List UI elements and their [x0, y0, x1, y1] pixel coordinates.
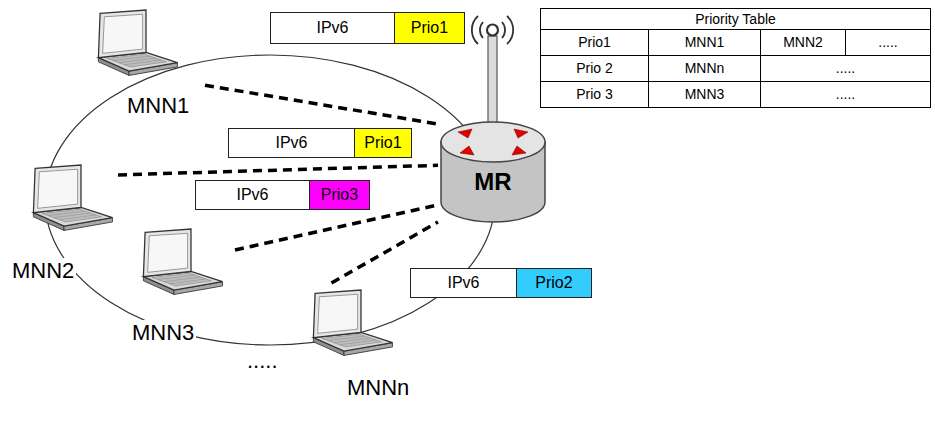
- table-cell: .....: [836, 86, 855, 102]
- priority-table: Priority TablePrio1 MNN1 MNN2..... Prio 2 MN…: [540, 8, 931, 108]
- table-cell: MNN2: [783, 34, 823, 50]
- table-title: Priority Table: [695, 11, 776, 27]
- packet-header: IPv6: [316, 19, 348, 37]
- keyboard-row: [164, 277, 201, 282]
- keyboard-row: [48, 211, 85, 215]
- antenna-tip: [487, 25, 498, 36]
- packet-header: IPv6: [236, 186, 268, 204]
- laptop-node: MNNn: [310, 283, 417, 403]
- laptop-lid: [98, 10, 146, 58]
- keyboard-row: [170, 279, 206, 284]
- router-node: MR: [438, 118, 548, 228]
- laptop-node: MNN1: [90, 5, 205, 123]
- packet-box: IPv6 Prio1: [270, 12, 465, 44]
- router-arrow: [512, 146, 526, 155]
- table-cell: .....: [836, 60, 855, 76]
- table-cell: Prio1: [578, 34, 611, 50]
- keyboard-row: [113, 56, 150, 60]
- table-cell: MNN1: [685, 34, 725, 50]
- priority-tag: Prio2: [535, 274, 572, 292]
- keyboard-row: [340, 340, 376, 345]
- node-label: MNNn: [345, 375, 411, 400]
- packet-box: IPv6 Prio2: [410, 268, 592, 298]
- ellipsis-label: .....: [245, 348, 280, 373]
- radio-wave: [507, 16, 513, 44]
- keyboard-row: [125, 60, 161, 65]
- laptop-node: MNN3: [125, 222, 235, 347]
- keyboard-row: [158, 275, 195, 279]
- node-label: MNN2: [10, 258, 76, 283]
- radio-wave: [472, 16, 478, 44]
- priority-tag: Prio1: [411, 19, 448, 37]
- network-ellipse: [45, 55, 495, 345]
- laptop-icon: [30, 160, 115, 238]
- router-arrow: [458, 129, 472, 138]
- laptop-screen: [38, 169, 78, 208]
- radio-wave: [502, 22, 505, 38]
- laptop-screen: [103, 14, 143, 53]
- priority-tag: Prio3: [321, 186, 358, 204]
- router-arrow: [514, 129, 528, 138]
- table-cell: Prio 2: [576, 60, 613, 76]
- laptop-screen: [318, 294, 358, 333]
- laptop-lid: [33, 165, 81, 213]
- keyboard-row: [334, 338, 371, 343]
- laptop-lid: [143, 229, 191, 277]
- laptop-lid: [313, 290, 361, 338]
- wireless-link: [118, 165, 438, 175]
- node-label: MNN1: [125, 93, 191, 118]
- packet-header: IPv6: [447, 274, 479, 292]
- keyboard-row: [328, 336, 365, 340]
- wireless-link: [235, 205, 438, 250]
- keyboard-row: [60, 215, 96, 220]
- laptop-icon: [95, 5, 180, 83]
- laptop-node: MNN2: [8, 158, 118, 288]
- priority-tag: Prio1: [364, 134, 401, 152]
- table-cell: MNNn: [685, 60, 725, 76]
- router-top: [441, 122, 545, 162]
- packet-box: IPv6 Prio1: [228, 128, 412, 158]
- label-box: .....: [245, 348, 280, 373]
- laptop-icon: [140, 224, 225, 302]
- router-label: MR: [474, 168, 511, 196]
- wireless-link: [205, 85, 438, 124]
- laptop-icon: [310, 285, 395, 363]
- router-arrow: [460, 146, 474, 155]
- table-cell: .....: [878, 34, 897, 50]
- laptop-screen: [148, 233, 188, 272]
- radio-wave: [480, 22, 483, 38]
- table-cell: Prio 3: [576, 86, 613, 102]
- node-label: MNN3: [130, 320, 196, 345]
- table-cell: MNN3: [685, 86, 725, 102]
- packet-box: IPv6 Prio3: [195, 180, 370, 210]
- keyboard-row: [54, 213, 91, 218]
- packet-header: IPv6: [275, 134, 307, 152]
- keyboard-row: [119, 58, 156, 63]
